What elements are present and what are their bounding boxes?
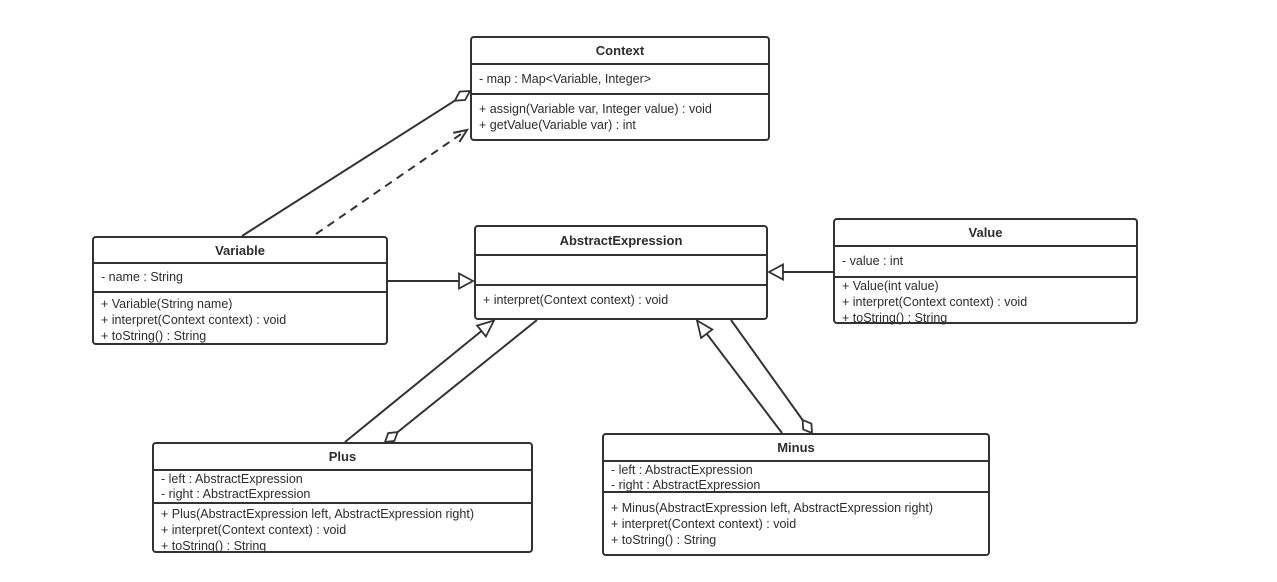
dependency-variable-context-connector[interactable] (315, 128, 470, 235)
aggregation-context-variable-connector[interactable] (241, 90, 472, 237)
method-row: + Minus(AbstractExpression left, Abstrac… (611, 501, 934, 515)
class-value-methods: + Value(int value) + interpret(Context c… (835, 278, 1136, 326)
attribute-row: - right : AbstractExpression (161, 487, 311, 501)
method-row: + interpret(Context context) : void (842, 295, 1028, 309)
method-row: + Value(int value) (842, 279, 939, 293)
attribute-row: - left : AbstractExpression (611, 463, 753, 477)
generalization-plus-abstractexpression-connector[interactable] (344, 319, 496, 443)
attribute-row: - value : int (842, 254, 904, 268)
class-variable-attributes: - name : String (94, 264, 386, 293)
class-abstract-expression-attributes (476, 256, 766, 286)
method-row: + getValue(Variable var) : int (479, 118, 636, 132)
class-minus-title: Minus (604, 435, 988, 462)
class-plus[interactable]: Plus - left : AbstractExpression - right… (152, 442, 533, 553)
method-row: + assign(Variable var, Integer value) : … (479, 102, 712, 116)
attribute-row: - right : AbstractExpression (611, 478, 761, 492)
class-abstract-expression[interactable]: AbstractExpression + interpret(Context c… (474, 225, 768, 320)
class-context[interactable]: Context - map : Map<Variable, Integer> +… (470, 36, 770, 141)
class-plus-methods: + Plus(AbstractExpression left, Abstract… (154, 504, 531, 554)
aggregation-minus-abstractexpression-connector[interactable] (730, 319, 813, 435)
attribute-row: - name : String (101, 270, 183, 284)
method-row: + interpret(Context context) : void (101, 313, 287, 327)
method-row: + toString() : String (842, 311, 948, 325)
method-row: + interpret(Context context) : void (483, 293, 669, 307)
class-plus-title: Plus (154, 444, 531, 471)
class-abstract-expression-title: AbstractExpression (476, 227, 766, 256)
class-minus[interactable]: Minus - left : AbstractExpression - righ… (602, 433, 990, 556)
generalization-minus-abstractexpression-connector[interactable] (695, 318, 783, 434)
generalization-value-abstractexpression-connector[interactable] (767, 262, 833, 282)
class-value[interactable]: Value - value : int + Value(int value) +… (833, 218, 1138, 326)
class-abstract-expression-methods: + interpret(Context context) : void (476, 286, 766, 318)
class-variable[interactable]: Variable - name : String + Variable(Stri… (92, 236, 388, 345)
method-row: + toString() : String (161, 539, 267, 553)
class-value-attributes: - value : int (835, 247, 1136, 278)
class-minus-methods: + Minus(AbstractExpression left, Abstrac… (604, 493, 988, 554)
attribute-row: - map : Map<Variable, Integer> (479, 72, 652, 86)
method-row: + interpret(Context context) : void (161, 523, 347, 537)
class-value-title: Value (835, 220, 1136, 247)
method-row: + Variable(String name) (101, 297, 233, 311)
class-variable-methods: + Variable(String name) + interpret(Cont… (94, 293, 386, 344)
attribute-row: - left : AbstractExpression (161, 472, 303, 486)
class-minus-attributes: - left : AbstractExpression - right : Ab… (604, 462, 988, 493)
class-context-attributes: - map : Map<Variable, Integer> (472, 65, 768, 95)
method-row: + interpret(Context context) : void (611, 517, 797, 531)
method-row: + toString() : String (611, 533, 717, 547)
class-context-methods: + assign(Variable var, Integer value) : … (472, 95, 768, 139)
aggregation-plus-abstractexpression-connector[interactable] (383, 319, 538, 444)
generalization-variable-abstractexpression-connector[interactable] (388, 271, 475, 291)
class-variable-title: Variable (94, 238, 386, 264)
method-row: + toString() : String (101, 329, 207, 343)
class-plus-attributes: - left : AbstractExpression - right : Ab… (154, 471, 531, 504)
method-row: + Plus(AbstractExpression left, Abstract… (161, 507, 474, 521)
class-context-title: Context (472, 38, 768, 65)
